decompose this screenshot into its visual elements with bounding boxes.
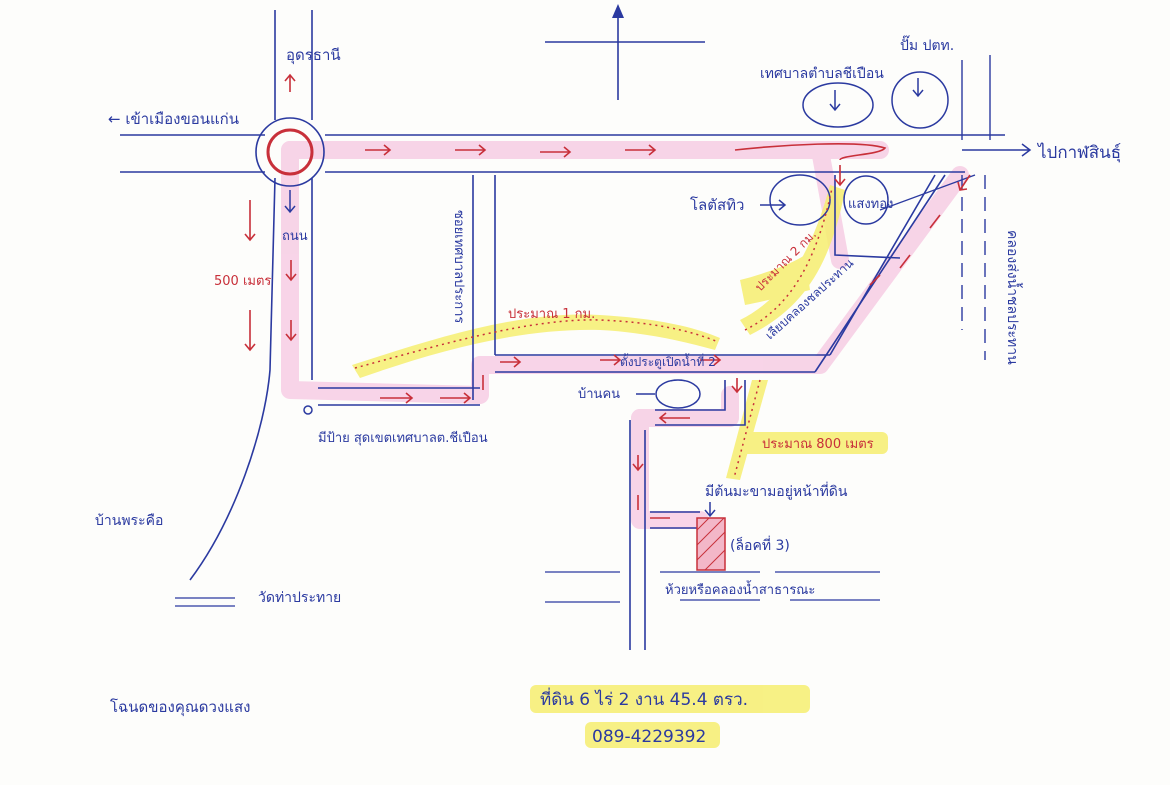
label-wat: วัดท่าประทาย xyxy=(258,590,341,606)
plot-hatch xyxy=(696,517,726,571)
roundabout xyxy=(255,117,325,187)
water-waves xyxy=(175,571,880,607)
land-plot xyxy=(696,517,726,571)
yellow-highlights xyxy=(352,185,888,748)
label-approx-800: ประมาณ 800 เมตร xyxy=(762,437,874,452)
label-plot3: (ล็อคที่ 3) xyxy=(730,536,790,554)
label-sign: มีป้าย สุดเขตเทศบาลต.ชีเปือน xyxy=(318,430,488,446)
label-school: ถนน xyxy=(282,229,308,244)
label-ban-phai: บ้านพระคือ xyxy=(95,513,163,529)
north-arrow xyxy=(612,4,624,18)
label-gate2: ตั้งประตูเปิดน้ำที่ 2 xyxy=(620,353,716,370)
label-to-udon: อุดรธานี xyxy=(286,46,341,65)
label-big-tree: มีต้นมะขามอยู่หน้าที่ดิน xyxy=(705,482,848,500)
label-municipality: เทศบาลตำบลชีเปือน xyxy=(760,66,884,82)
label-soi-prakarn: ซอยเทศบาลประการ xyxy=(451,210,466,323)
label-to-khonkaen: ← เข้าเมืองขอนแก่น xyxy=(108,110,239,128)
label-ptt: ปั๊ม ปตท. xyxy=(900,35,954,54)
label-approx-1km: ประมาณ 1 กม. xyxy=(508,307,595,322)
label-saengthong: แสงทอง xyxy=(848,197,893,212)
phone-number: 089-4229392 xyxy=(592,727,706,747)
hatched-route-lines xyxy=(354,187,833,479)
label-lotus: โลตัสทิว xyxy=(690,196,744,214)
route-arrows xyxy=(244,73,971,519)
label-to-kalasin: ไปกาฬสินธุ์ xyxy=(1036,142,1121,163)
landmarks xyxy=(303,71,949,415)
label-creek: ห้วยหรือคลองน้ำสาธารณะ xyxy=(665,580,815,598)
canal-lines xyxy=(879,55,991,360)
blue-arrows xyxy=(284,78,1032,518)
label-house: บ้านคน xyxy=(578,387,620,402)
land-size: ที่ดิน 6 ไร่ 2 งาน 45.4 ตรว. xyxy=(540,687,748,710)
roads xyxy=(120,10,1005,650)
label-canal-right: คลองส่งน้ำชลประทาน xyxy=(1004,230,1023,365)
label-owner: โฉนดของคุณดวงแสง xyxy=(110,698,250,717)
label-500m: 500 เมตร xyxy=(214,274,271,289)
